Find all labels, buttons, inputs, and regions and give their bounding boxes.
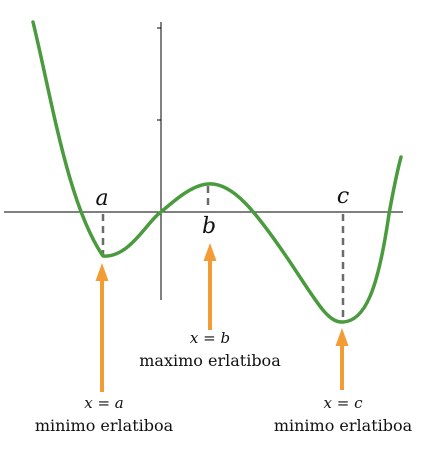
arrow-b — [203, 243, 217, 330]
equation-a: x = a — [84, 394, 124, 412]
point-label-c: c — [337, 184, 349, 209]
equation-c: x = c — [324, 394, 364, 412]
point-label-b: b — [202, 214, 216, 239]
caption-c: minimo erlatiboa — [274, 416, 413, 435]
caption-a: minimo erlatiboa — [35, 416, 174, 435]
function-curve — [31, 20, 403, 324]
arrow-c — [335, 328, 349, 390]
caption-b: maximo erlatiboa — [139, 351, 281, 370]
arrow-a — [95, 263, 109, 392]
point-label-a: a — [95, 186, 108, 211]
equation-b: x = b — [190, 329, 230, 347]
